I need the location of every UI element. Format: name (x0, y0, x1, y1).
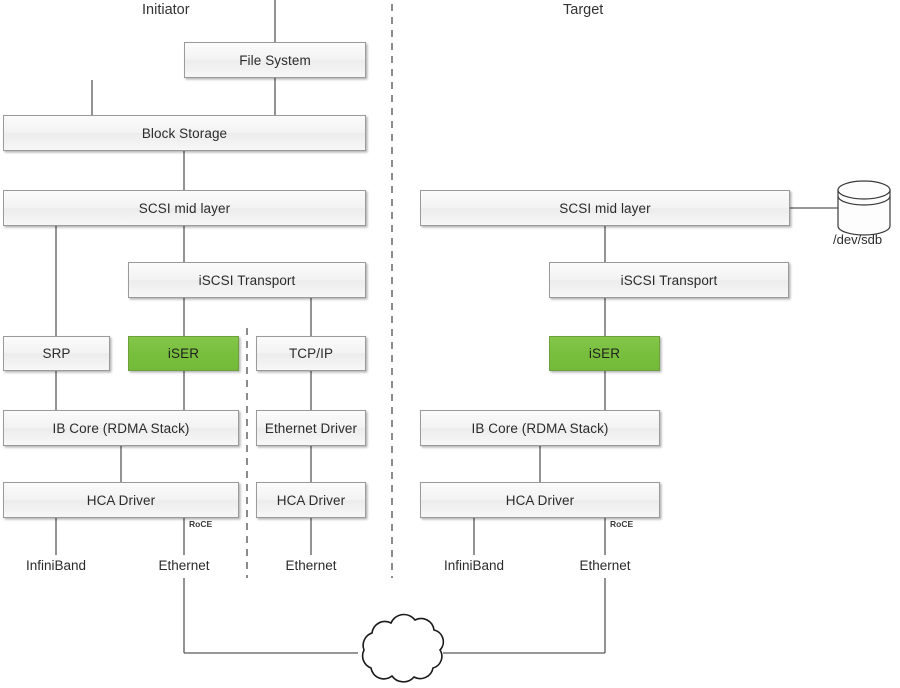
node-target-iser[interactable]: iSER (549, 336, 660, 371)
node-initiator-ib-core[interactable]: IB Core (RDMA Stack) (3, 410, 239, 446)
endpoint-initiator-ethernet-tcp: Ethernet (285, 558, 337, 573)
cloud-icon (361, 613, 445, 683)
node-target-scsi-mid-layer[interactable]: SCSI mid layer (420, 190, 790, 226)
cylinder-icon (837, 180, 891, 236)
node-srp[interactable]: SRP (3, 336, 110, 371)
node-target-hca-driver[interactable]: HCA Driver (420, 482, 660, 518)
section-title-target: Target (563, 2, 604, 18)
edge-label-target-roce: RoCE (610, 519, 634, 529)
storage-device-label: /dev/sdb (833, 232, 883, 247)
node-initiator-hca-driver-ib[interactable]: HCA Driver (3, 482, 239, 518)
endpoint-initiator-ethernet-roce: Ethernet (158, 558, 210, 573)
section-title-initiator: Initiator (142, 2, 190, 18)
node-file-system[interactable]: File System (184, 42, 366, 78)
node-initiator-iscsi-transport[interactable]: iSCSI Transport (128, 262, 366, 298)
edge-label-initiator-roce: RoCE (189, 519, 213, 529)
node-initiator-iser[interactable]: iSER (128, 336, 239, 371)
endpoint-target-infiniband: InfiniBand (443, 558, 505, 573)
node-target-iscsi-transport[interactable]: iSCSI Transport (549, 262, 789, 298)
node-target-ib-core[interactable]: IB Core (RDMA Stack) (420, 410, 660, 446)
endpoint-initiator-infiniband: InfiniBand (25, 558, 87, 573)
node-initiator-hca-driver-eth[interactable]: HCA Driver (256, 482, 366, 518)
node-tcp-ip[interactable]: TCP/IP (256, 336, 366, 371)
node-block-storage[interactable]: Block Storage (3, 115, 366, 151)
endpoint-target-ethernet-roce: Ethernet (579, 558, 631, 573)
node-initiator-scsi-mid-layer[interactable]: SCSI mid layer (3, 190, 366, 226)
node-ethernet-driver[interactable]: Ethernet Driver (256, 410, 366, 446)
